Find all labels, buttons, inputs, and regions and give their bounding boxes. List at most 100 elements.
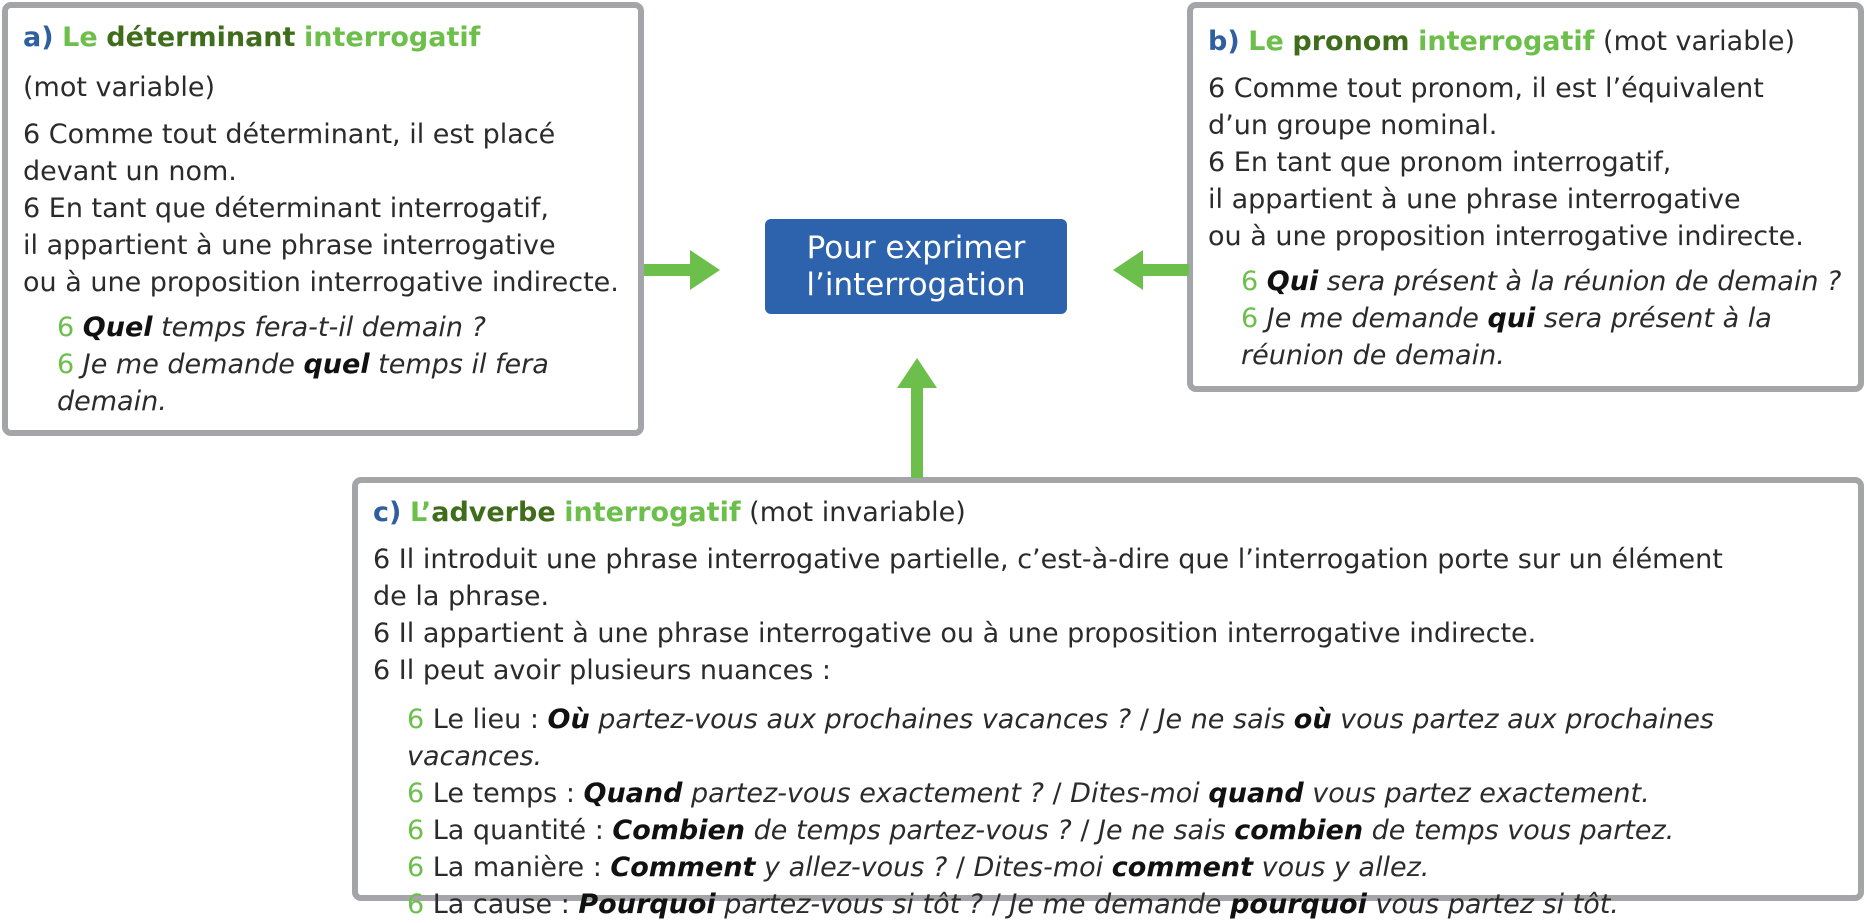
box-a-subtitle: (mot variable) <box>23 72 215 103</box>
bullet-icon: 6 <box>407 815 433 846</box>
example-text: temps fera-t-il demain ? <box>152 312 486 343</box>
box-c-title-adjective: interrogatif <box>564 497 741 528</box>
example-label: Le lieu : <box>432 704 548 735</box>
box-b-title-article: Le <box>1248 26 1284 57</box>
interrogative-word: quand <box>1208 778 1304 809</box>
bullet-point: 6 En tant que déterminant interrogatif, i… <box>23 190 633 301</box>
arrow-up-shape <box>897 358 937 478</box>
box-c-title: c) L’adverbe interrogatif (mot invariabl… <box>373 495 1853 531</box>
interrogative-word: quel <box>303 349 370 380</box>
center-node: Pour exprimer l’interrogation <box>765 219 1067 314</box>
box-c-title-word: adverbe <box>431 497 556 528</box>
bullet-point: 6 En tant que pronom interrogatif,il app… <box>1208 144 1848 255</box>
interrogative-word: pourquoi <box>1230 889 1367 920</box>
interrogative-word: Quel <box>82 312 153 343</box>
example-separator: / <box>1080 815 1090 846</box>
box-a-title-word: déterminant <box>106 22 296 53</box>
box-determinant: a) Le déterminant interrogatif (mot vari… <box>2 2 644 436</box>
bullet-icon: 6 <box>373 655 399 686</box>
interrogative-word: Combien <box>612 815 746 846</box>
example-text: partez-vous si tôt ? <box>715 889 992 920</box>
example-text: vous y allez. <box>1253 852 1430 883</box>
bullet-icon: 6 <box>407 778 433 809</box>
bullet-icon: 6 <box>1208 147 1234 178</box>
box-b-letter: b) <box>1208 26 1240 57</box>
arrow-left-shape <box>1113 250 1189 290</box>
bullet-text: Il introduit une phrase interrogative pa… <box>398 544 1723 575</box>
example-text: vous partez aux prochaines vacances. <box>407 704 1714 772</box>
bullet-text: En tant que déterminant interrogatif, <box>48 193 550 224</box>
bullet-icon: 6 <box>23 193 49 224</box>
interrogative-word: Pourquoi <box>578 889 716 920</box>
interrogative-word: Qui <box>1266 266 1319 297</box>
box-a-title-adjective: interrogatif <box>304 22 481 53</box>
example-text: de temps vous partez. <box>1363 815 1675 846</box>
bullet-text: Il peut avoir plusieurs nuances : <box>398 655 831 686</box>
example-item: 6 Quel temps fera-t-il demain ? <box>57 309 633 346</box>
example-label: La quantité : <box>432 815 613 846</box>
bullet-icon: 6 <box>407 852 433 883</box>
box-a-title-article: Le <box>62 22 98 53</box>
example-label: La manière : <box>432 852 611 883</box>
arrow-up <box>897 358 937 478</box>
box-adverbe: c) L’adverbe interrogatif (mot invariabl… <box>352 477 1864 920</box>
box-b-points: 6 Comme tout pronom, il est l’équivalent… <box>1208 70 1848 255</box>
example-label: Le temps : <box>432 778 584 809</box>
example-text: temps il fera <box>369 349 549 380</box>
bullet-icon: 6 <box>1241 303 1267 334</box>
example-text: réunion de demain. <box>1241 340 1505 371</box>
example-item: 6 Le temps : Quand partez-vous exactemen… <box>407 775 1853 812</box>
box-c-title-suffix: (mot invariable) <box>749 497 966 528</box>
arrow-right-shape <box>644 250 720 290</box>
example-text: partez-vous aux prochaines vacances ? <box>589 704 1140 735</box>
example-text: sera présent à la réunion de demain ? <box>1318 266 1842 297</box>
box-c-letter: c) <box>373 497 402 528</box>
bullet-text: Comme tout déterminant, il est placé <box>48 119 556 150</box>
bullet-icon: 6 <box>373 544 399 575</box>
example-item: 6 Qui sera présent à la réunion de demai… <box>1241 263 1848 300</box>
example-item: 6 La manière : Comment y allez-vous ? / … <box>407 849 1853 886</box>
interrogative-word: qui <box>1487 303 1536 334</box>
bullet-text: Il appartient à une phrase interrogative… <box>398 618 1537 649</box>
example-text: Je me demande <box>1266 303 1488 334</box>
box-pronom: b) Le pronom interrogatif (mot variable)… <box>1187 2 1864 392</box>
bullet-text: il appartient à une phrase interrogative <box>23 230 556 261</box>
arrow-left <box>1113 250 1189 290</box>
bullet-text: de la phrase. <box>373 581 550 612</box>
example-item: 6 Le lieu : Où partez-vous aux prochaine… <box>407 701 1853 775</box>
bullet-text: il appartient à une phrase interrogative <box>1208 184 1741 215</box>
example-text: vous partez si tôt. <box>1366 889 1619 920</box>
box-a-letter: a) <box>23 22 54 53</box>
bullet-icon: 6 <box>1208 73 1234 104</box>
example-text: Je ne sais <box>1148 704 1294 735</box>
box-b-title-word: pronom <box>1292 26 1410 57</box>
bullet-icon: 6 <box>407 889 433 920</box>
bullet-icon: 6 <box>23 119 49 150</box>
bullet-point: 6 Il introduit une phrase interrogative … <box>373 541 1853 615</box>
arrow-right <box>644 250 720 290</box>
center-node-line-2: l’interrogation <box>806 266 1026 303</box>
interrogative-word: où <box>1293 704 1332 735</box>
example-text: sera présent à la <box>1535 303 1772 334</box>
interrogative-word: Quand <box>583 778 683 809</box>
example-text: de temps partez-vous ? <box>745 815 1081 846</box>
box-b-title-adjective: interrogatif <box>1418 26 1595 57</box>
bullet-point: 6 Il appartient à une phrase interrogati… <box>373 615 1853 652</box>
bullet-point: 6 Il peut avoir plusieurs nuances : <box>373 652 1853 689</box>
interrogative-word: Où <box>547 704 590 735</box>
example-separator: / <box>1139 704 1149 735</box>
bullet-icon: 6 <box>373 618 399 649</box>
box-b-title-suffix: (mot variable) <box>1603 26 1796 57</box>
box-c-title-article: L’ <box>409 497 432 528</box>
example-text: Dites-moi <box>964 852 1112 883</box>
bullet-text: ou à une proposition interrogative indir… <box>23 267 619 298</box>
box-c-points: 6 Il introduit une phrase interrogative … <box>373 541 1853 689</box>
box-b-examples: 6 Qui sera présent à la réunion de demai… <box>1208 263 1848 374</box>
box-a-examples: 6 Quel temps fera-t-il demain ?6 Je me d… <box>23 309 633 420</box>
example-text: demain. <box>57 386 167 417</box>
interrogative-word: comment <box>1111 852 1254 883</box>
example-item: 6 Je me demande qui sera présent à la réu… <box>1241 300 1848 374</box>
example-separator: / <box>1052 778 1062 809</box>
